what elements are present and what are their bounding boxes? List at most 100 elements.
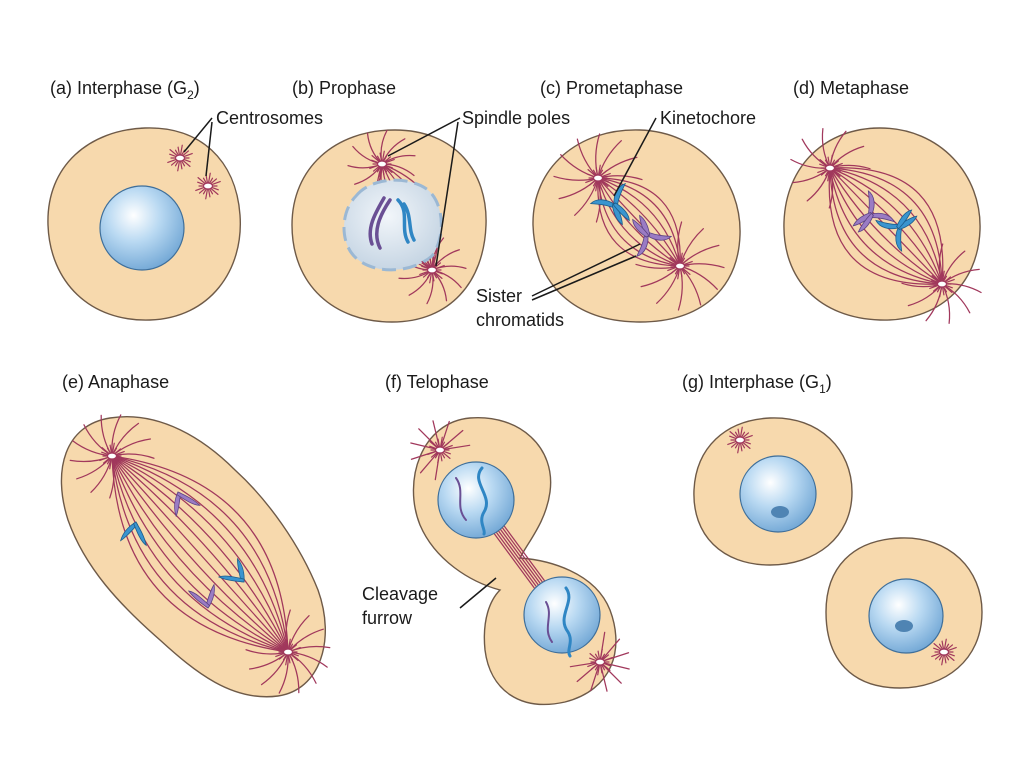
- nucleolus-g-top: [771, 506, 789, 518]
- aster-ray: [734, 431, 740, 439]
- spindle-fiber: [597, 177, 681, 267]
- chromosome-f-top-purple: [455, 477, 467, 521]
- aster-ray: [670, 267, 679, 274]
- aster-ray: [429, 272, 433, 284]
- spindle-fiber: [111, 455, 289, 653]
- spindle-fiber: [111, 455, 289, 653]
- aster-ray: [179, 160, 183, 170]
- spindle-fiber: [829, 167, 943, 285]
- spindle-fiber: [829, 167, 943, 285]
- aster-ray: [111, 458, 115, 468]
- chromosome-arm: [176, 491, 201, 506]
- centriole-pair: [202, 182, 214, 190]
- aster-ray: [376, 165, 382, 173]
- chromosome-arm: [133, 521, 147, 547]
- aster-ray: [931, 275, 941, 283]
- aster-ray: [437, 452, 441, 464]
- aster-ray: [941, 270, 945, 282]
- aster-ray: [674, 257, 680, 265]
- aster-ray: [599, 179, 609, 187]
- spindle-fibers-e: [69, 414, 331, 694]
- aster-ray: [422, 271, 431, 278]
- aster-ray: [741, 432, 750, 439]
- spindle-fiber: [597, 177, 681, 267]
- chromatid-pair-c-purple: [632, 214, 673, 258]
- centrosome-e2: [275, 638, 301, 666]
- centrosome-e1: [99, 442, 125, 470]
- aster-ray: [597, 664, 601, 676]
- aster-ray: [181, 159, 191, 167]
- centrosome-a2: [195, 172, 221, 200]
- spindle-fiber: [829, 167, 943, 285]
- chromosome-e-blue-1: [120, 521, 147, 547]
- aster-ray: [382, 155, 388, 163]
- chromatid-arm: [647, 232, 673, 241]
- spindle-fiber: [111, 455, 289, 653]
- aster-ray: [288, 653, 294, 661]
- chromosome-arm: [120, 521, 138, 542]
- chromosome-shape: [217, 557, 245, 583]
- centriole-pair: [106, 452, 118, 460]
- aster-ray: [285, 640, 289, 650]
- chromosome-arm: [174, 491, 181, 518]
- pointer-centrosomes-1: [183, 117, 213, 153]
- aster-ray: [379, 166, 383, 178]
- spindle-fiber: [111, 455, 289, 653]
- spindle-fiber: [111, 455, 289, 653]
- nuclear-envelope-fragments-b: [342, 178, 443, 272]
- chromosome-e-purple-2: [187, 583, 215, 609]
- aster-ray: [106, 447, 112, 455]
- aster-ray: [434, 451, 440, 459]
- chromatid-pair-c-blue: [589, 182, 630, 226]
- spindle-fiber: [597, 177, 681, 267]
- aster-ray: [288, 643, 294, 651]
- panel-b-title: (b) Prophase: [292, 78, 396, 98]
- aster-ray: [829, 154, 833, 166]
- aster-ray: [943, 285, 953, 293]
- aster-ray: [942, 285, 948, 293]
- centriole-pair: [174, 154, 186, 162]
- centrosome-b2: [419, 256, 445, 284]
- aster-ray: [739, 442, 743, 452]
- aster-ray: [831, 169, 841, 177]
- chromosome-f-top: [477, 466, 488, 536]
- aster-ray: [934, 653, 943, 660]
- aster-ray: [376, 155, 382, 163]
- aster-ray: [169, 149, 179, 157]
- astral-ray: [439, 420, 450, 451]
- aster-ray: [282, 653, 288, 661]
- aster-ray: [681, 267, 691, 275]
- centrosome-g2: [931, 638, 957, 666]
- aster-ray: [827, 156, 831, 166]
- pointer-spindle-poles-1: [387, 117, 461, 157]
- aster-ray: [109, 458, 113, 470]
- pointer-sister-chromatids-2: [531, 255, 637, 301]
- chromosome-f-bottom-purple: [545, 601, 553, 643]
- aster-ray: [600, 663, 606, 671]
- aster-ray: [109, 444, 113, 454]
- centrosome-c1: [585, 164, 611, 192]
- aster-ray: [734, 441, 740, 449]
- aster-ray: [197, 177, 207, 185]
- centrosome-d2: [929, 270, 955, 298]
- aster-ray: [441, 451, 451, 459]
- aster-ray: [737, 442, 741, 454]
- pointer-sister-chromatids-1: [531, 243, 641, 297]
- aster-ray: [209, 178, 218, 185]
- spindle-fiber: [597, 177, 681, 267]
- aster-ray: [729, 431, 739, 439]
- panel-d-title: (d) Metaphase: [793, 78, 909, 98]
- aster-ray: [820, 169, 829, 176]
- spindle-fiber: [111, 455, 289, 653]
- aster-ray: [932, 285, 941, 292]
- chromatid-shape: [852, 190, 895, 233]
- aster-ray: [824, 159, 830, 167]
- chromosome-arm: [205, 583, 215, 609]
- pointer-centrosomes-2: [205, 121, 213, 177]
- centrosome-b1: [369, 150, 395, 178]
- chromatid-arm: [635, 235, 649, 258]
- aster-ray: [944, 643, 950, 651]
- chromosome-e-blue-2: [217, 557, 245, 583]
- chromatid-arm: [632, 218, 650, 238]
- spindle-fiber: [111, 455, 289, 653]
